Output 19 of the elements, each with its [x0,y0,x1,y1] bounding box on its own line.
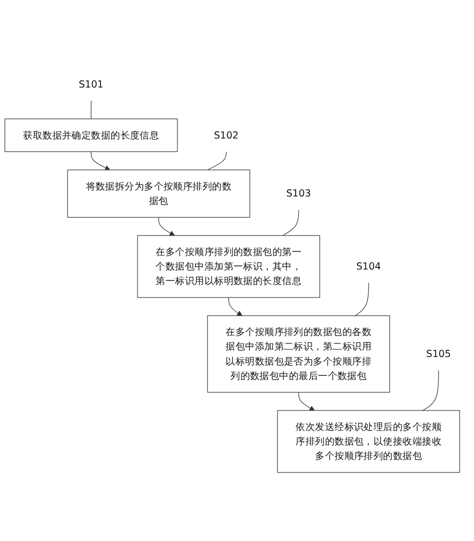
node-box: 在多个按顺序排列的数据包的各数据包中添加第二标识，第二标识用以标明数据包是否为多个按顺序排列的数据包中的最后一个数据包 [207,316,390,393]
node-text: S104 [356,260,381,272]
connector [207,152,227,171]
arrow [90,152,110,171]
node-text: S103 [286,188,311,200]
node-text: S102 [214,130,239,142]
connector [90,100,92,120]
node-text: S101 [78,78,104,90]
node-text: S105 [426,348,451,360]
arrow [298,392,315,412]
node-box: 在多个按顺序排列的数据包的第一个数据包中添加第一标识，其中，第一标识用以标明数据的长度信息 [137,236,320,298]
arrow [228,298,242,316]
connector [282,210,299,236]
node-box: 依次发送经标识处理后的多个按顺序排列的数据包，以使接收端接收多个按顺序排列的数据包 [277,410,460,474]
node-box: 将数据拆分为多个按顺序排列的数据包 [67,170,250,218]
connector [422,370,439,412]
node-box: 获取数据并确定数据的长度信息 [4,118,178,152]
connector [354,282,369,316]
arrow [158,217,175,236]
